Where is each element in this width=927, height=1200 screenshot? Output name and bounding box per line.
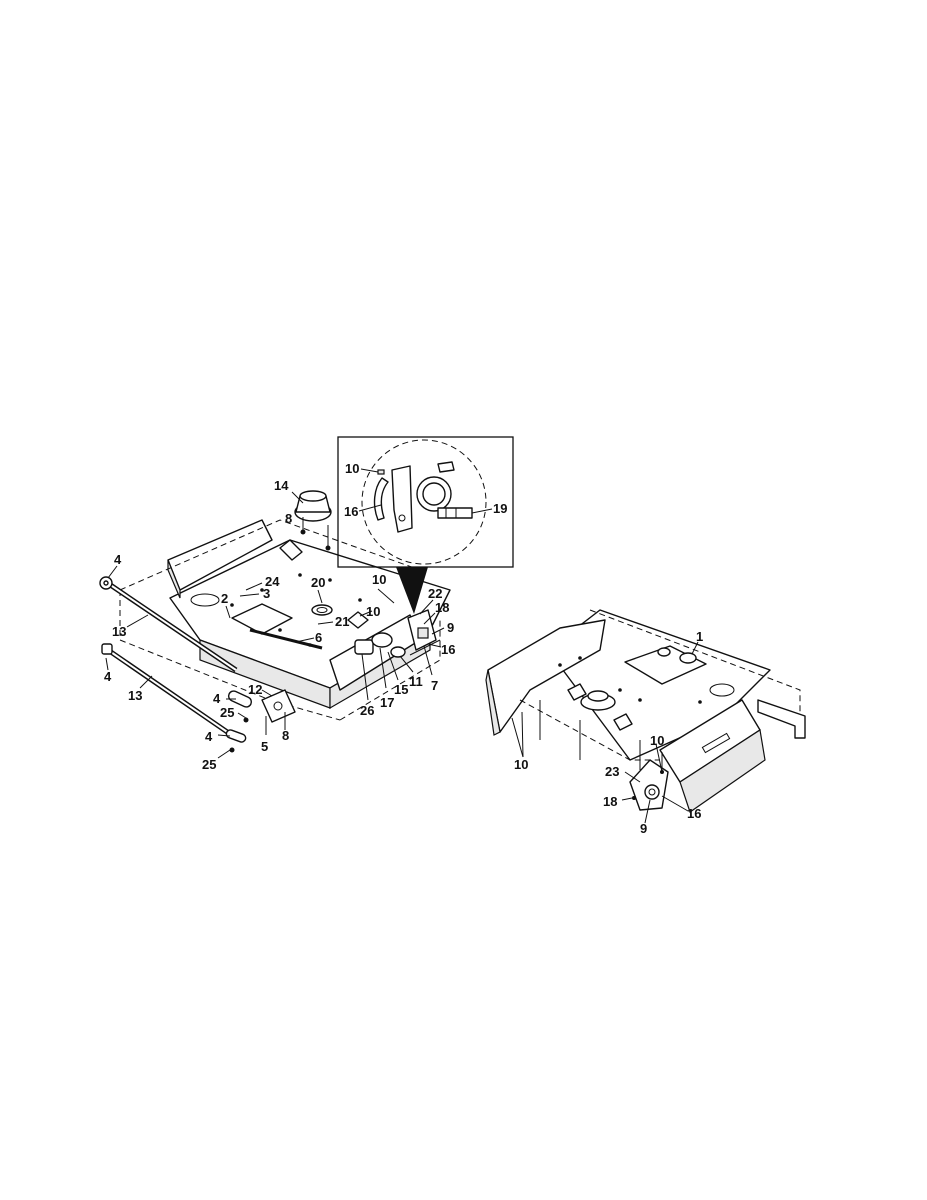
- callout-20: 20: [311, 575, 325, 590]
- callout-14: 14: [274, 478, 289, 493]
- callout-10: 10: [366, 604, 380, 619]
- callout-18: 18: [435, 600, 449, 615]
- callout-8: 8: [282, 728, 289, 743]
- callout-11: 11: [409, 674, 423, 689]
- callout-1: 1: [696, 629, 703, 644]
- callout-25: 25: [202, 757, 216, 772]
- callout-8: 8: [285, 511, 292, 526]
- callout-7: 7: [431, 678, 438, 693]
- callout-6: 6: [315, 630, 322, 645]
- callout-9: 9: [447, 620, 454, 635]
- callout-19: 19: [493, 501, 507, 516]
- callout-4: 4: [114, 552, 122, 567]
- right-deck-assembly: [485, 609, 806, 813]
- inset-detail: [337, 436, 514, 614]
- callout-15: 15: [394, 682, 408, 697]
- callout-16: 16: [687, 806, 701, 821]
- callout-10: 10: [514, 757, 528, 772]
- callout-23: 23: [605, 764, 619, 779]
- callout-22: 22: [428, 586, 442, 601]
- callout-10: 10: [650, 733, 664, 748]
- callout-9: 9: [640, 821, 647, 836]
- callout-12: 12: [248, 682, 262, 697]
- callout-10: 10: [345, 461, 359, 476]
- callout-24: 24: [265, 574, 280, 589]
- callout-25: 25: [220, 705, 234, 720]
- callout-2: 2: [221, 591, 228, 606]
- callout-4: 4: [205, 729, 213, 744]
- callout-21: 21: [335, 614, 349, 629]
- callout-4: 4: [213, 691, 221, 706]
- callout-16: 16: [441, 642, 455, 657]
- callout-5: 5: [261, 739, 268, 754]
- callout-3: 3: [263, 586, 270, 601]
- callout-labels: 4 13 4 13 4 25 4 25 12 5 8 2 24 3 6 14 8…: [104, 461, 703, 836]
- callout-13: 13: [112, 624, 126, 639]
- callout-18: 18: [603, 794, 617, 809]
- callout-10: 10: [372, 572, 386, 587]
- callout-26: 26: [360, 703, 374, 718]
- callout-17: 17: [380, 695, 394, 710]
- leader-lines: [105, 468, 699, 824]
- callout-4: 4: [104, 669, 112, 684]
- callout-16: 16: [344, 504, 358, 519]
- left-deck-assembly: [99, 490, 451, 753]
- callout-13: 13: [128, 688, 142, 703]
